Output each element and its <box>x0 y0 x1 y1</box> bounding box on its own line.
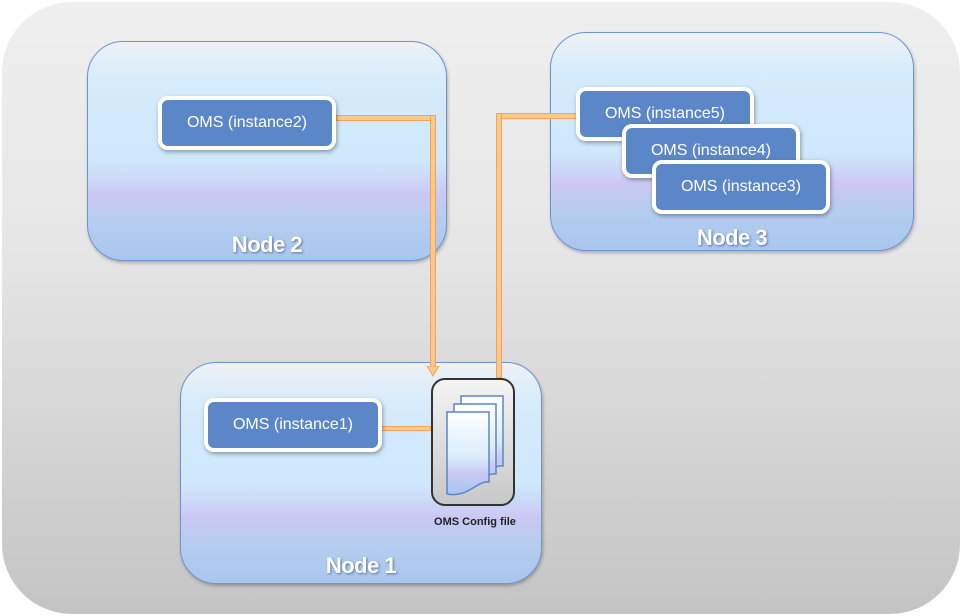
connector-instance5-v <box>496 113 502 378</box>
oms-instance2[interactable]: OMS (instance2) <box>158 96 336 150</box>
oms-instance1[interactable]: OMS (instance1) <box>204 398 382 452</box>
document-stack-icon <box>446 395 504 496</box>
node-2-label: Node 2 <box>231 232 303 257</box>
node-2: Node 2 <box>87 41 447 261</box>
connector-instance2-v <box>430 115 436 370</box>
oms-instance3[interactable]: OMS (instance3) <box>652 160 830 214</box>
connector-instance5-h <box>496 113 580 119</box>
config-file-label: OMS Config file <box>434 516 516 528</box>
config-file-box[interactable] <box>431 378 515 506</box>
arrow-head-instance2 <box>426 366 440 377</box>
connector-instance1-h <box>381 426 431 431</box>
node-3-label: Node 3 <box>696 225 768 250</box>
node-1-label: Node 1 <box>325 553 397 578</box>
connector-instance2-h <box>336 115 436 121</box>
